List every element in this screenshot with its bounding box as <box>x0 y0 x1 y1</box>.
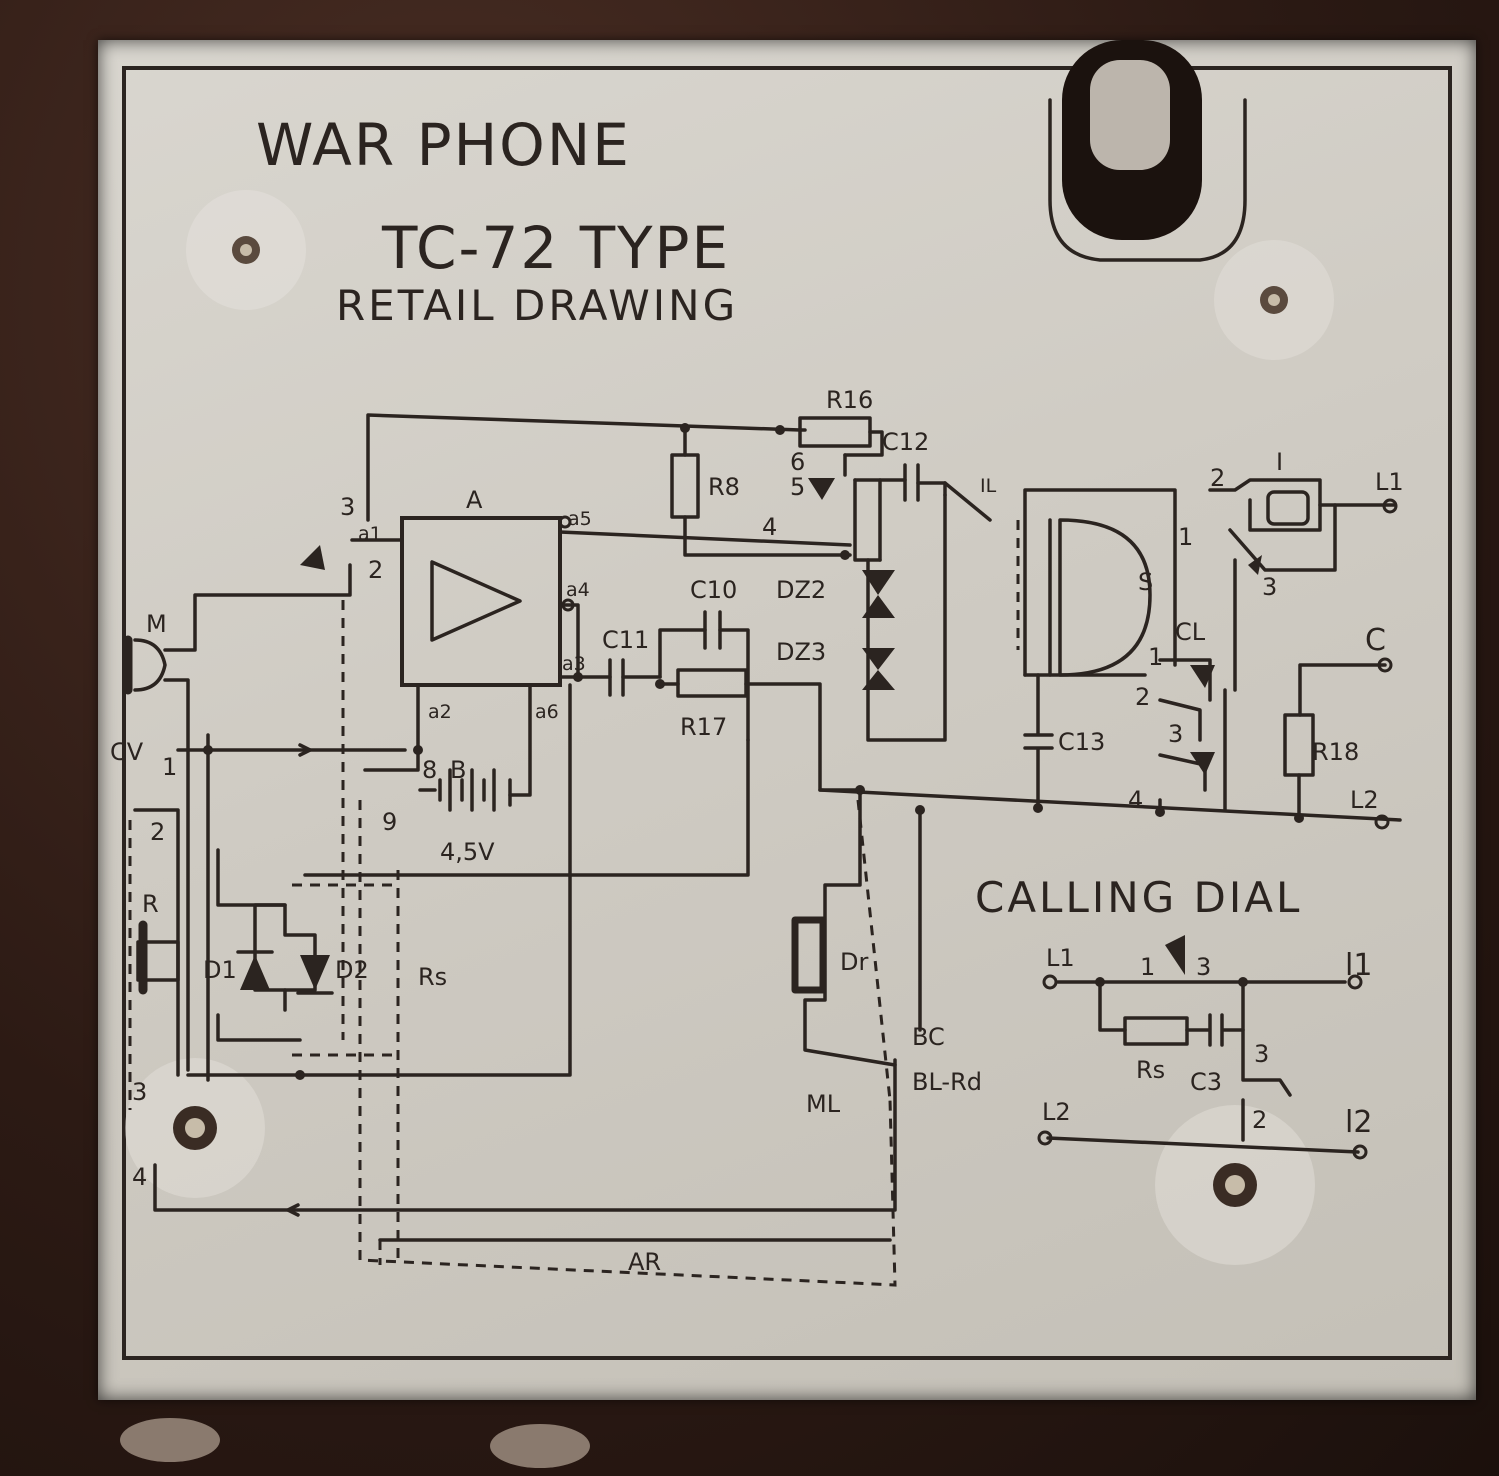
terminals <box>558 498 1398 830</box>
pin-1-cv: 1 <box>162 753 177 781</box>
screw-bottom-right <box>1155 1105 1315 1265</box>
label-d1: D1 <box>203 956 237 984</box>
pin-2-switch: 2 <box>1210 464 1225 492</box>
pin-1-cl-top: 1 <box>1178 523 1193 551</box>
pin-4-bottom: 4 <box>132 1163 147 1191</box>
label-switch-i: I <box>1276 448 1283 476</box>
dial-label-rs: Rs <box>1136 1056 1165 1084</box>
title-line-1: WAR PHONE <box>256 111 631 179</box>
screw-bottom-left <box>125 1058 265 1198</box>
pin-a5: a5 <box>568 508 592 530</box>
label-dr: Dr <box>840 948 868 976</box>
pin-2-top: 2 <box>368 556 383 584</box>
pin-8: 8 <box>422 756 437 784</box>
pin-6: 6 <box>790 448 805 476</box>
label-ml: ML <box>806 1090 841 1118</box>
label-bl-rd: BL-Rd <box>912 1068 982 1096</box>
calling-dial-diagram <box>1037 974 1368 1160</box>
label-c13: C13 <box>1058 728 1105 756</box>
diode-symbols <box>236 478 1262 995</box>
label-c12: C12 <box>882 428 929 456</box>
bottom-rivets <box>120 1418 590 1468</box>
label-d2: D2 <box>335 956 369 984</box>
pin-2-cv: 2 <box>150 818 165 846</box>
dial-l1-right: l1 <box>1345 948 1372 983</box>
pin-4-cl: 4 <box>1128 786 1143 814</box>
terminal-c: C <box>1365 623 1386 658</box>
terminal-l2: L2 <box>1350 786 1379 814</box>
label-dz2: DZ2 <box>776 576 826 604</box>
pin-9: 9 <box>382 808 397 836</box>
pin-a2: a2 <box>428 701 452 723</box>
label-bc: BC <box>912 1023 945 1051</box>
label-m: M <box>146 610 167 638</box>
hook-highlight <box>1090 60 1170 170</box>
pin-2-cl: 2 <box>1135 683 1150 711</box>
pin-3-top: 3 <box>340 493 355 521</box>
pin-4-mid: 4 <box>762 513 777 541</box>
label-dz3: DZ3 <box>776 638 826 666</box>
dial-pin-3-top: 3 <box>1196 953 1211 981</box>
label-battery-voltage: 4,5V <box>440 838 495 866</box>
calling-dial-heading: CALLING DIAL <box>975 873 1302 922</box>
pin-a4: a4 <box>566 579 590 601</box>
label-cv: CV <box>110 738 144 766</box>
mechanical-links <box>128 520 1020 1287</box>
handset-slot <box>1048 98 1247 262</box>
pin-a3: a3 <box>562 653 586 675</box>
title-line-3: RETAIL DRAWING <box>336 281 738 330</box>
dial-label-c3: C3 <box>1190 1068 1222 1096</box>
label-r18: R18 <box>1312 738 1359 766</box>
label-ar: AR <box>628 1248 661 1276</box>
pin-3-switch: 3 <box>1262 573 1277 601</box>
junctions <box>203 423 1304 1080</box>
dial-pin-3: 3 <box>1254 1040 1269 1068</box>
label-amp: A <box>466 486 483 514</box>
pin-1-cl: 1 <box>1148 643 1163 671</box>
label-c10: C10 <box>690 576 737 604</box>
label-r16: R16 <box>826 386 873 414</box>
label-rs: Rs <box>418 963 447 991</box>
pin-3-bottom: 3 <box>132 1078 147 1106</box>
title-line-2: TC-72 TYPE <box>381 214 730 282</box>
label-cl: CL <box>1175 618 1206 646</box>
label-r8: R8 <box>708 473 740 501</box>
label-battery: B <box>450 756 466 784</box>
label-r17: R17 <box>680 713 727 741</box>
terminal-l1: L1 <box>1375 468 1404 496</box>
pin-a6: a6 <box>535 701 559 723</box>
plate-border <box>122 66 1452 1360</box>
label-s: S <box>1138 568 1153 596</box>
dial-l1-left: L1 <box>1046 944 1075 972</box>
dial-l2-left: L2 <box>1042 1098 1071 1126</box>
dial-l2-right: l2 <box>1345 1105 1372 1140</box>
screw-top-right <box>1214 240 1334 360</box>
label-il: IL <box>980 475 997 497</box>
screw-top-left <box>186 190 306 310</box>
dial-pin-2: 2 <box>1252 1106 1267 1134</box>
pin-5: 5 <box>790 473 805 501</box>
dial-pin-1: 1 <box>1140 953 1155 981</box>
pin-a1: a1 <box>358 523 382 545</box>
label-c11: C11 <box>602 626 649 654</box>
label-r: R <box>142 890 159 918</box>
pin-3-cl: 3 <box>1168 720 1183 748</box>
